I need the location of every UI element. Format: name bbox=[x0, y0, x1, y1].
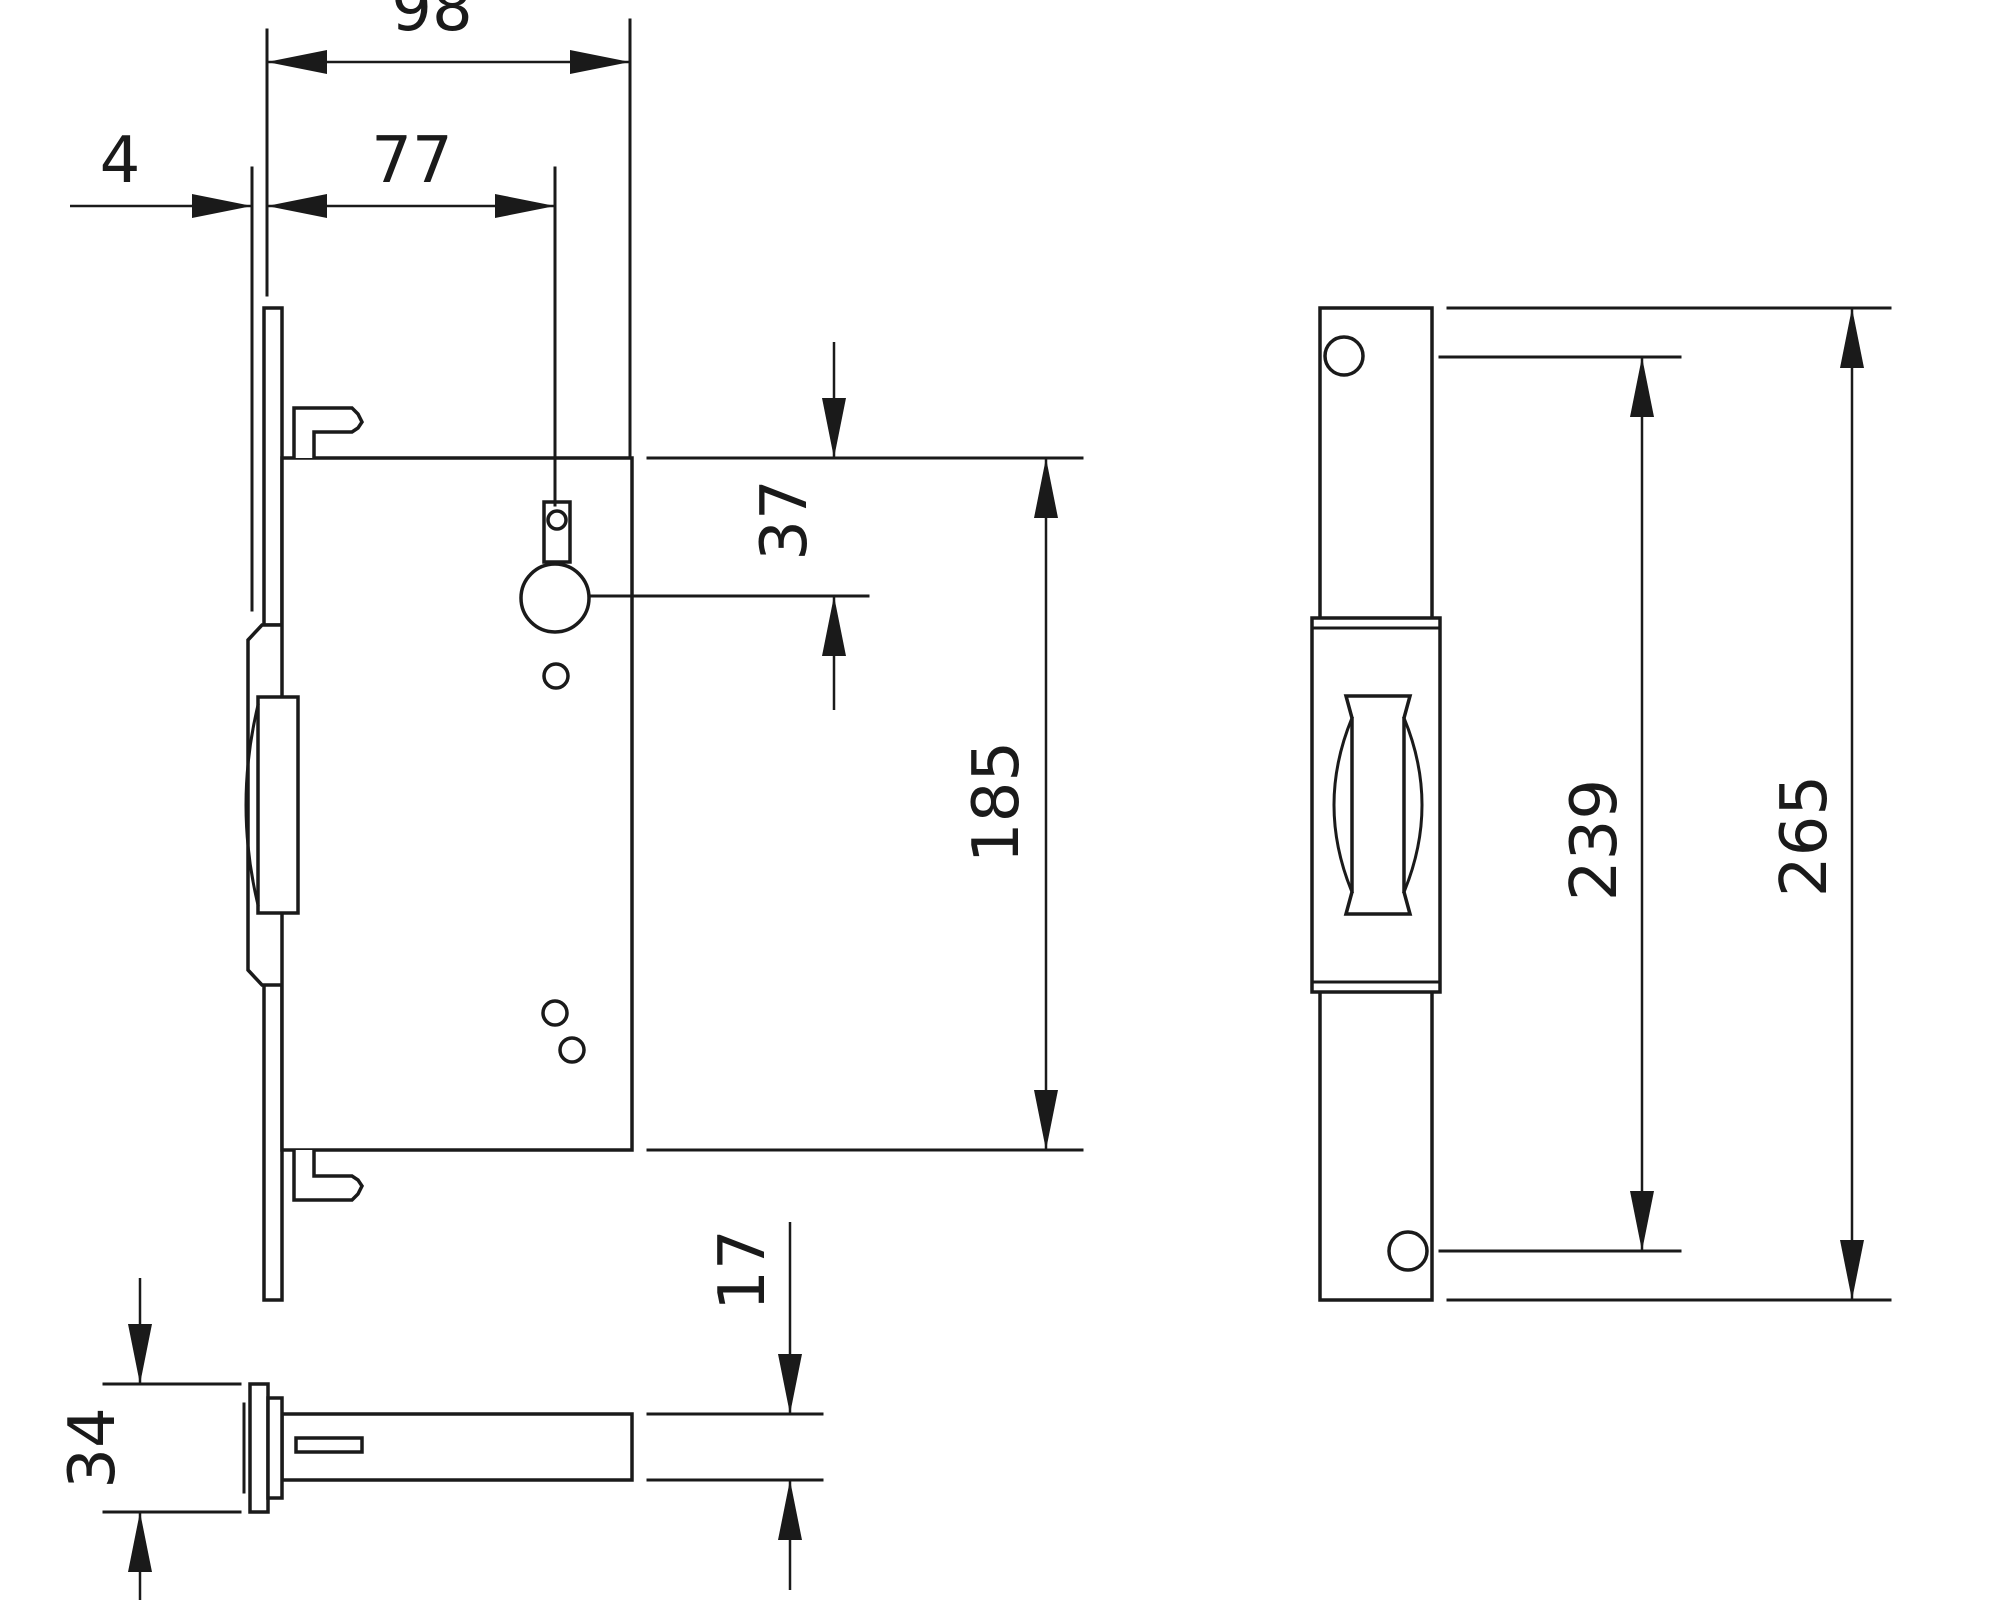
height-dimensions: 37 185 bbox=[590, 342, 1084, 1152]
strike-hole-top bbox=[1323, 335, 1365, 377]
latch-bolt-bevel bbox=[244, 703, 260, 907]
strike-plate-view: 239 265 bbox=[1310, 306, 1892, 1302]
dim-backset: 77 bbox=[371, 124, 452, 198]
faceplate-lower bbox=[262, 976, 284, 1302]
dim-faceplate-width: 34 bbox=[56, 1407, 130, 1488]
dim-strike-hole-spacing: 239 bbox=[1558, 779, 1632, 901]
lock-side-view bbox=[244, 306, 634, 1302]
plan-faceplate bbox=[248, 1382, 270, 1514]
mounting-tab-bottom bbox=[292, 1150, 365, 1202]
strike-opening-curve-right bbox=[1402, 716, 1424, 894]
latch-bolt bbox=[256, 695, 300, 915]
faceplate-upper bbox=[262, 306, 284, 627]
strike-latch-opening bbox=[1343, 694, 1413, 916]
plan-tab bbox=[294, 1436, 364, 1454]
case-hole-lower-a bbox=[541, 999, 569, 1027]
dim-case-height: 185 bbox=[960, 741, 1034, 863]
mounting-tab-top bbox=[292, 406, 365, 458]
keyhole-top-dot bbox=[546, 509, 568, 531]
plan-latch bbox=[266, 1396, 284, 1500]
dim-case-width: 17 bbox=[706, 1229, 780, 1310]
case-hole-upper bbox=[542, 662, 570, 690]
strike-opening-curve-left bbox=[1332, 716, 1354, 894]
keyhole-circle bbox=[519, 562, 591, 634]
depth-dimensions: 98 4 77 bbox=[70, 0, 632, 612]
dim-overall-depth: 98 bbox=[391, 0, 472, 46]
strike-hole-bottom bbox=[1387, 1230, 1429, 1272]
dim-strike-height: 265 bbox=[1768, 775, 1842, 897]
dim-faceplate-thickness: 4 bbox=[100, 124, 141, 198]
lock-plan-view: 34 17 bbox=[56, 1222, 824, 1600]
dim-top-to-keyhole: 37 bbox=[748, 479, 822, 560]
case-hole-lower-b bbox=[558, 1036, 586, 1064]
